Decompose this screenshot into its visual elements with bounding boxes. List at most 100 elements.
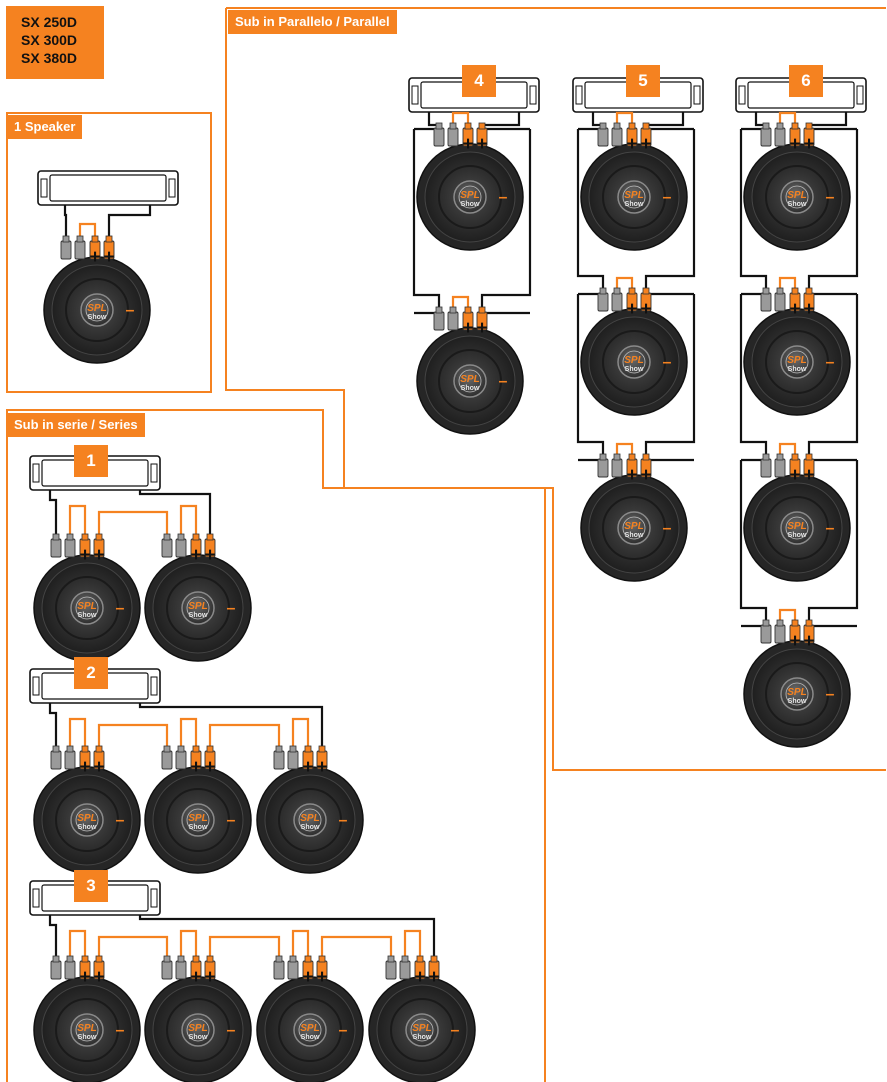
terminal-tip	[66, 955, 74, 963]
speaker-logo: SPL	[188, 813, 207, 824]
speaker-surround	[765, 330, 829, 394]
terminal-tip	[289, 745, 297, 753]
amplifier-handle	[32, 676, 40, 696]
terminal-connector	[273, 960, 285, 980]
plus-mark: +	[626, 134, 637, 155]
diagram-number-6: 6	[789, 65, 823, 97]
speaker-surround	[55, 788, 119, 852]
jumper-wire	[778, 276, 797, 288]
speaker-cap-ring	[785, 350, 809, 374]
plus-mark: +	[79, 757, 90, 778]
minus-mark: –	[499, 373, 508, 390]
terminal-tip	[52, 533, 60, 541]
jumper-wire	[208, 935, 281, 956]
speaker-wire	[644, 129, 696, 288]
plus-mark: +	[79, 545, 90, 566]
speaker-cap-ring	[410, 1018, 434, 1042]
speaker-logo: Show	[625, 532, 644, 539]
speaker-logo: SPL	[787, 687, 806, 698]
model-box: SX 250D SX 300D SX 380D	[6, 6, 104, 79]
terminal-tip	[81, 533, 89, 541]
speaker-logo: SPL	[624, 190, 643, 201]
terminal-connector	[433, 311, 445, 331]
speaker-cap-ring	[75, 1018, 99, 1042]
amplifier-handle	[693, 85, 701, 105]
plus-mark: +	[640, 465, 651, 486]
terminal-connector	[447, 311, 459, 331]
speaker-logo: Show	[788, 698, 807, 705]
amplifier-handle	[150, 676, 158, 696]
terminal-connector	[611, 292, 623, 312]
terminal-tip	[66, 533, 74, 541]
jumper-wire	[78, 222, 97, 236]
terminal-tip	[628, 453, 636, 461]
terminal-tip	[791, 122, 799, 130]
jumper-wire	[451, 111, 470, 123]
jumper-wire	[68, 929, 87, 956]
terminal-tip	[95, 955, 103, 963]
plus-mark: +	[626, 465, 637, 486]
terminal-tip	[192, 533, 200, 541]
terminal-tip	[805, 453, 813, 461]
speaker-logo: Show	[461, 201, 480, 208]
plus-mark: +	[462, 134, 473, 155]
amplifier-handle	[40, 178, 48, 198]
speaker-logo: Show	[461, 385, 480, 392]
speaker-logo: SPL	[787, 190, 806, 201]
amplifier-handle	[529, 85, 537, 105]
minus-mark: –	[116, 812, 125, 829]
plus-mark: +	[476, 318, 487, 339]
speaker-logo: Show	[78, 824, 97, 831]
speaker-cap-ring	[75, 596, 99, 620]
speaker-logo: SPL	[87, 303, 106, 314]
terminal-tip	[791, 619, 799, 627]
speaker-logo: SPL	[77, 601, 96, 612]
terminal-tip	[762, 122, 770, 130]
speaker-cap-ring	[75, 808, 99, 832]
speaker-wire	[807, 112, 848, 127]
terminal-tip	[449, 122, 457, 130]
speaker-wire	[644, 112, 685, 127]
terminal-tip	[177, 745, 185, 753]
jumper-wire	[403, 929, 422, 956]
speaker-logo: Show	[625, 366, 644, 373]
minus-mark: –	[663, 354, 672, 371]
terminal-connector	[399, 960, 411, 980]
plus-mark: +	[316, 967, 327, 988]
terminal-tip	[304, 955, 312, 963]
minus-mark: –	[499, 189, 508, 206]
speaker-logo: SPL	[77, 813, 96, 824]
speaker-surround	[65, 278, 129, 342]
speaker-logo: Show	[301, 1034, 320, 1041]
speaker-logo: Show	[189, 824, 208, 831]
terminal-connector	[74, 240, 86, 260]
plus-mark: +	[93, 757, 104, 778]
speaker-cap-ring	[298, 1018, 322, 1042]
speaker-surround	[166, 576, 230, 640]
terminal-connector	[597, 458, 609, 478]
jumper-wire	[68, 504, 87, 534]
plus-mark: +	[302, 967, 313, 988]
plus-mark: +	[640, 134, 651, 155]
plus-mark: +	[302, 757, 313, 778]
speaker-logo: Show	[88, 314, 107, 321]
jumper-wire	[778, 442, 797, 454]
series-section-title: Sub in serie / Series	[7, 413, 145, 437]
terminal-tip	[613, 453, 621, 461]
speaker-logo: Show	[788, 201, 807, 208]
speaker-cap-ring	[622, 516, 646, 540]
terminal-tip	[791, 287, 799, 295]
terminal-tip	[52, 745, 60, 753]
minus-mark: –	[826, 520, 835, 537]
diagram-number-1: 1	[74, 445, 108, 477]
amplifier-handle	[856, 85, 864, 105]
terminal-tip	[449, 306, 457, 314]
speaker-wire	[138, 915, 436, 956]
diagram-number-2: 2	[74, 657, 108, 689]
minus-mark: –	[227, 812, 236, 829]
minus-mark: –	[339, 1022, 348, 1039]
terminal-connector	[611, 127, 623, 147]
